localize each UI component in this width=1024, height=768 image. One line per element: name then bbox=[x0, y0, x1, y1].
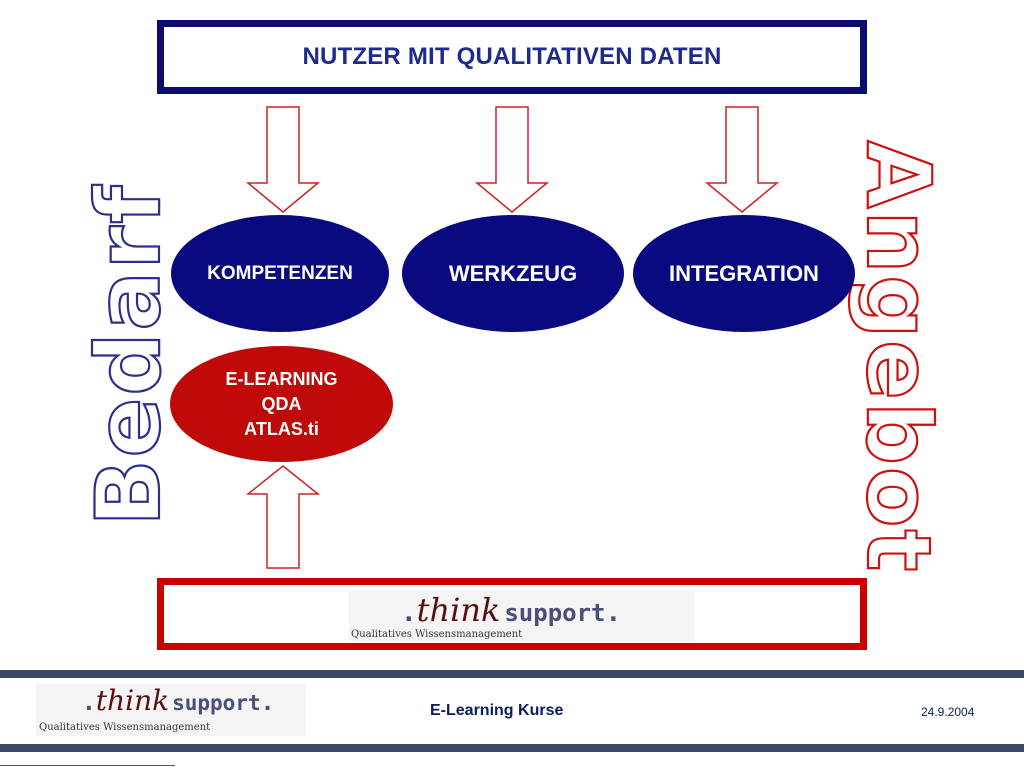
logo-support-text: support bbox=[504, 599, 606, 627]
down-arrow-2 bbox=[474, 106, 550, 213]
logo-think-text: think bbox=[416, 591, 501, 629]
footer-rule bbox=[0, 765, 175, 766]
oval-kompetenzen: KOMPETENZEN bbox=[171, 215, 389, 332]
logo-subtitle: Qualitatives Wissensmanagement bbox=[351, 629, 523, 640]
footer-logo-dot-prefix: . bbox=[82, 690, 96, 716]
integration-label: INTEGRATION bbox=[669, 260, 819, 286]
footer-date: 24.9.2004 bbox=[921, 705, 975, 719]
footer-logo-dot-suffix: . bbox=[260, 690, 275, 716]
logo-dot-suffix: . bbox=[605, 598, 622, 628]
footer-logo-think: think bbox=[95, 684, 170, 717]
footer-logo-subtitle: Qualitatives Wissensmanagement bbox=[39, 722, 211, 733]
oval-werkzeug: WERKZEUG bbox=[402, 215, 624, 332]
logo-dot-prefix: . bbox=[401, 598, 417, 628]
angebot-label: Angebot bbox=[847, 141, 950, 574]
title-box: NUTZER MIT QUALITATIVEN DATEN bbox=[157, 20, 867, 94]
oval-integration: INTEGRATION bbox=[633, 215, 855, 332]
kompetenzen-label: KOMPETENZEN bbox=[207, 262, 353, 284]
down-arrow-3 bbox=[704, 106, 780, 213]
werkzeug-label: WERKZEUG bbox=[448, 260, 578, 286]
elearning-line-1: E-LEARNING bbox=[225, 368, 338, 389]
footer-band-top bbox=[0, 670, 1024, 678]
elearning-line-3: ATLAS.ti bbox=[244, 418, 319, 439]
title-text: NUTZER MIT QUALITATIVEN DATEN bbox=[302, 43, 722, 70]
up-arrow bbox=[245, 465, 321, 569]
down-arrow-1 bbox=[245, 106, 321, 213]
elearning-line-2: QDA bbox=[261, 393, 302, 414]
footer-band-bottom bbox=[0, 744, 1024, 752]
footer-course-title: E-Learning Kurse bbox=[430, 702, 564, 719]
oval-elearning: E-LEARNING QDA ATLAS.ti bbox=[170, 346, 393, 462]
bedarf-label: Bedarf bbox=[77, 184, 180, 527]
footer-logo-support: support bbox=[172, 691, 261, 715]
